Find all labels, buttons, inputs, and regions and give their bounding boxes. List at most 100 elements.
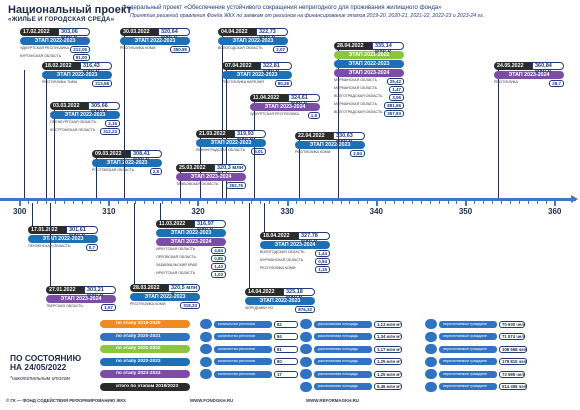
stat-value: 514 458 чел	[499, 383, 528, 390]
axis-minor-tick	[64, 201, 66, 204]
card-connector	[254, 102, 255, 198]
region-name: ОРЛОВСКАЯ ОБЛАСТЬ	[156, 255, 196, 259]
card-date: 17.01.2022	[28, 226, 66, 234]
card-connector	[180, 172, 181, 198]
card-date: 28.03.2022	[130, 284, 168, 292]
axis-major-tick	[197, 201, 200, 206]
region-name: ПЕНЗЕНСКАЯ ОБЛАСТЬ	[28, 244, 71, 248]
region-name: ИРКУТСКАЯ ОБЛАСТЬ	[156, 247, 196, 251]
card-connector	[249, 203, 250, 288]
axis-minor-tick	[501, 201, 502, 204]
area-icon	[300, 381, 312, 392]
card-date: 22.04.2022	[295, 132, 333, 140]
card-date: 24.05.2022	[494, 62, 532, 70]
region-name: МУРМАНСКАЯ ОБЛАСТЬ	[334, 86, 378, 90]
region-name: УДМУРТСКАЯ РЕСПУБЛИКА	[250, 112, 299, 116]
stage-pill: ЭТАП 2022-2023	[156, 229, 226, 237]
card-amount: 322,81 млн ₽	[260, 62, 292, 75]
stat-value: 1,13 млн м²	[374, 320, 402, 328]
axis-minor-tick	[260, 201, 262, 204]
axis-minor-tick	[545, 201, 547, 204]
axis-label: 340	[369, 207, 384, 216]
stat-label: количество регионов	[214, 333, 272, 340]
axis-minor-tick	[224, 201, 226, 204]
card-amount: 327,78 млн ₽	[298, 232, 330, 245]
axis-minor-tick	[188, 201, 190, 204]
status-date: ПО СОСТОЯНИЮ НА 24/05/2022	[10, 354, 81, 372]
axis-minor-tick	[28, 201, 30, 204]
national-project-title: Национальный проект	[8, 4, 132, 16]
region-value: 212,06	[70, 46, 90, 53]
region-name: РЕСПУБЛИКА КОМИ	[260, 266, 296, 270]
card-date: 18.04.2022	[260, 232, 298, 240]
card-connector	[222, 36, 223, 198]
stage-pill: ЭТАП 2023-2024	[260, 241, 330, 249]
stat-label: расселяемая площадь	[314, 358, 372, 365]
people-icon	[425, 344, 437, 354]
area-icon	[300, 369, 312, 379]
stat-label: количество регионов	[214, 345, 272, 353]
legend-stage-pill: по этапу 2023-2024	[100, 370, 190, 378]
axis-minor-tick	[153, 201, 155, 204]
region-value: 213,68	[92, 80, 112, 87]
region-value: 1,03	[211, 271, 226, 278]
card-date: 27.01.2022	[46, 286, 84, 294]
region-row: ПЕНЗЕНСКАЯ ОБЛАСТЬ 0,7	[28, 244, 98, 251]
region-count-icon	[200, 356, 212, 367]
stage-pill: ЭТАП 2022-2023	[42, 71, 112, 79]
region-value: 0,7	[85, 244, 98, 251]
region-name: РЕСПУБЛИКА КОМИ	[120, 46, 156, 50]
card-date: 14.04.2022	[245, 288, 283, 296]
footer-site-2: WWW.REFORMAGKH.RU	[306, 398, 359, 403]
legend-stage-pill: итого по этапам 2019/2023	[100, 382, 190, 391]
legend-stage-pill: по этапу 2020-2021	[100, 332, 190, 341]
region-count-icon	[200, 319, 212, 329]
region-name: ВОЛГОГРАДСКАЯ ОБЛАСТЬ	[334, 110, 383, 114]
axis-minor-tick	[509, 201, 511, 204]
stat-value: 108 558 чел	[499, 345, 528, 353]
card-date: 04.04.2022	[218, 28, 256, 36]
stat-value: 5,46 млн м²	[374, 383, 402, 390]
card-amount: 301,61 млн ₽	[66, 226, 98, 239]
legend-stage-pill: по этапу 2021-2022	[100, 345, 190, 353]
stat-value: 70 630 чел	[499, 320, 525, 328]
card-amount: 305,66 млн ₽	[88, 102, 120, 115]
region-value: 2,07	[273, 46, 288, 53]
region-name: ВОЛОГОДСКАЯ ОБЛАСТЬ	[260, 250, 305, 254]
card-date: 28.04.2022	[334, 42, 372, 50]
stage-pill: ЭТАП 2022-2023	[92, 159, 162, 167]
region-name: ЗАБАЙКАЛЬСКИЙ КРАЙ	[156, 263, 198, 267]
region-value: 1,44	[315, 250, 330, 257]
axis-major-tick	[375, 201, 378, 206]
stat-label: расселяемая площадь	[314, 370, 372, 378]
stat-value: 73 595 чел	[499, 370, 525, 378]
stage-pill: ЭТАП 2021-2022	[334, 51, 404, 59]
region-name: ИРКУТСКАЯ ОБЛАСТЬ	[156, 271, 196, 275]
card-connector	[54, 110, 55, 198]
region-value: 2,8	[149, 168, 162, 175]
region-value: 1,57	[101, 304, 116, 311]
